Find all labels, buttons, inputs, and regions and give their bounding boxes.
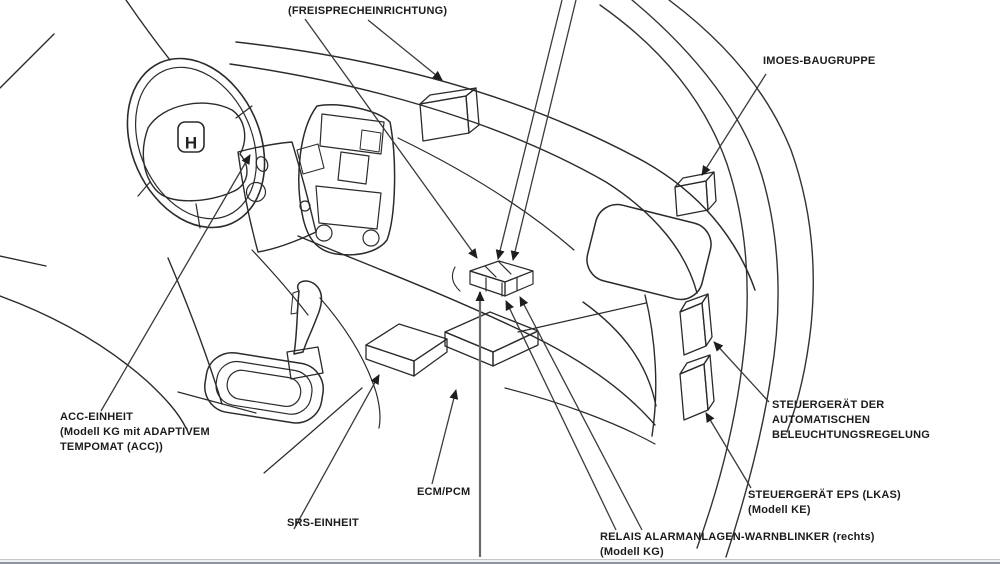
h-logo: H — [185, 133, 197, 152]
leader-top-b — [510, 0, 577, 261]
gear-shifter — [167, 257, 381, 429]
passenger-airbag-panel — [586, 203, 712, 301]
dashboard-top-curves — [229, 41, 756, 474]
leader-relais-2 — [519, 296, 643, 531]
h-logo-badge — [177, 121, 205, 153]
window-bottom-edge — [0, 558, 1000, 564]
leader-imoes — [701, 73, 767, 176]
steering-wheel — [126, 57, 266, 229]
windshield-left-edge — [0, 0, 187, 429]
label-ecm-pcm: ECM/PCM — [417, 486, 471, 498]
imoes-unit-box — [674, 171, 717, 217]
leader-srs — [293, 374, 380, 530]
eps-control-box — [679, 354, 715, 421]
label-srs-einheit: SRS-EINHEIT — [287, 517, 359, 529]
ignition-key-cylinder — [255, 156, 269, 172]
steering-column — [237, 141, 325, 316]
leader-relais-1 — [505, 300, 617, 531]
leader-eps — [705, 412, 752, 489]
center-stack — [298, 104, 396, 256]
label-imoes-baugruppe: IMOES-BAUGRUPPE — [763, 55, 876, 67]
leader-hft-long — [304, 18, 478, 259]
label-acc-einheit: ACC-EINHEIT (Modell KG mit ADAPTIVEM TEM… — [60, 411, 210, 453]
leader-autolight — [713, 341, 770, 403]
leader-lines — [100, 0, 770, 557]
leader-ecm — [431, 389, 459, 485]
hft-unit-box — [419, 87, 480, 142]
relay-cluster-boxes — [451, 260, 534, 297]
stack-knob-left — [315, 224, 333, 242]
label-hft-steuergeraet: HFT-STEUERGERÄT (FREISPRECHEINRICHTUNG) — [288, 0, 448, 17]
label-eps-lkas: STEUERGERÄT EPS (LKAS) (Modell KE) — [748, 489, 901, 516]
label-relais-warnblinker: RELAIS ALARMANLAGEN-WARNBLINKER (rechts)… — [600, 531, 875, 558]
a-pillar-curves — [599, 0, 814, 558]
label-beleuchtungsregelung: STEUERGERÄT DER AUTOMATISCHEN BELEUCHTUN… — [772, 399, 931, 441]
leader-hft-box — [367, 19, 443, 81]
stack-knob-right — [362, 229, 380, 247]
srs-unit-box — [365, 323, 448, 377]
leader-top-a — [495, 0, 563, 260]
auto-light-control-box — [679, 293, 713, 356]
leader-acc — [100, 154, 251, 412]
